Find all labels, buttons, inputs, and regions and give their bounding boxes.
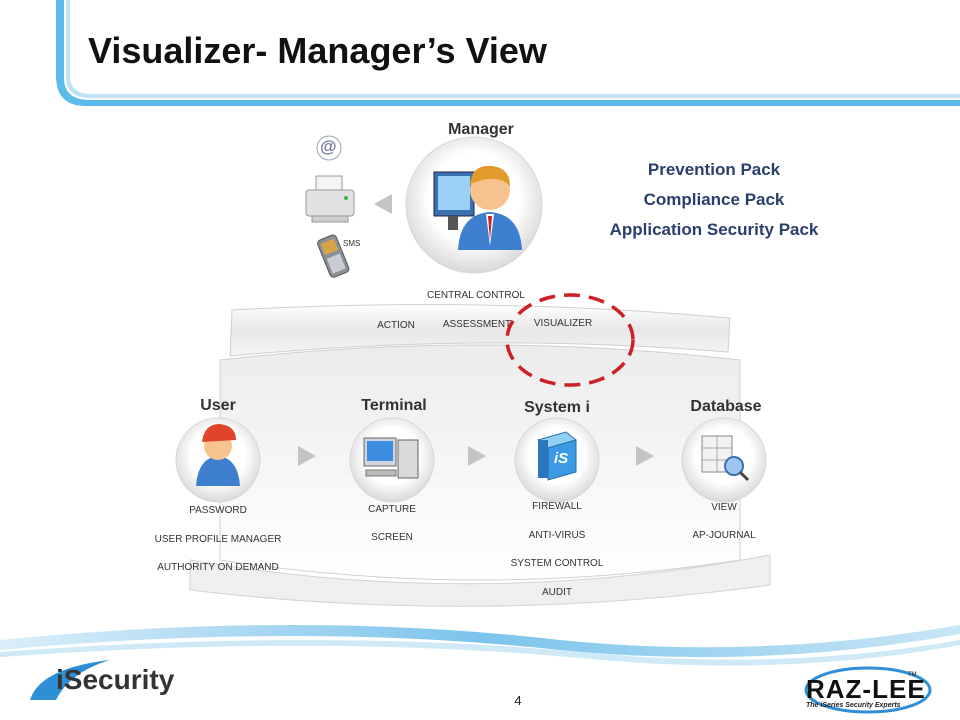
database-label-ap-journal: AP-JOURNAL (692, 530, 756, 541)
node-title-terminal: Terminal (361, 397, 427, 414)
razlee-ellipse (804, 666, 932, 714)
pack-compliance: Compliance Pack (643, 190, 785, 209)
user-label-authority: AUTHORITY ON DEMAND (157, 562, 279, 573)
systemi-label-firewall: FIREWALL (532, 501, 582, 512)
arrow-icon (468, 446, 486, 466)
database-icon (701, 435, 750, 482)
page-number: 4 (514, 693, 522, 708)
visualizer-highlight (505, 293, 635, 387)
page-title: Visualizer- Manager’s View (88, 30, 547, 71)
pack-application-security: Application Security Pack (609, 220, 819, 239)
razlee-tagline: The iSeries Security Experts (806, 702, 901, 709)
central-control-label: CENTRAL CONTROL (427, 290, 525, 301)
node-title-database: Database (690, 398, 762, 415)
user-figure-icon (196, 424, 240, 486)
pack-prevention: Prevention Pack (647, 160, 781, 179)
action-label: ACTION (377, 320, 415, 331)
phone-icon (317, 234, 350, 278)
manager-figure-icon (433, 165, 522, 250)
user-label-password: PASSWORD (189, 505, 247, 516)
footer-wave (0, 625, 960, 658)
control-band (229, 304, 731, 357)
systemi-label-antivirus: ANTI-VIRUS (528, 530, 586, 541)
razlee-logo: RAZ-LEE (806, 674, 926, 704)
sms-label: SMS (343, 239, 361, 248)
systemi-label-system-control: SYSTEM CONTROL (510, 558, 604, 569)
user-label-profile-manager: USER PROFILE MANAGER (154, 534, 282, 545)
node-title-user: User (200, 397, 236, 414)
is-badge: iS (554, 450, 569, 467)
audit-band (189, 554, 771, 607)
terminal-label-screen: SCREEN (371, 532, 413, 543)
audit-label: AUDIT (542, 587, 572, 598)
database-label-view: VIEW (711, 502, 737, 513)
arrow-icon (636, 446, 654, 466)
assessment-label: ASSESSMENT (442, 319, 512, 330)
manager-title: Manager (448, 121, 514, 138)
email-icon-text: @ (320, 137, 337, 156)
server-icon (536, 431, 578, 481)
isecurity-logo: iSecurity (56, 664, 175, 695)
node-title-system-i: System i (524, 399, 590, 416)
terminal-computer-icon (363, 437, 419, 479)
arrow-left-icon (374, 194, 392, 214)
razlee-tm: TM (908, 672, 917, 678)
terminal-label-capture: CAPTURE (368, 504, 416, 515)
email-icon (316, 135, 342, 161)
arrow-icon (298, 446, 316, 466)
visualizer-label: VISUALIZER (533, 318, 593, 329)
isecurity-swoosh (30, 660, 110, 700)
printer-icon (305, 175, 355, 223)
